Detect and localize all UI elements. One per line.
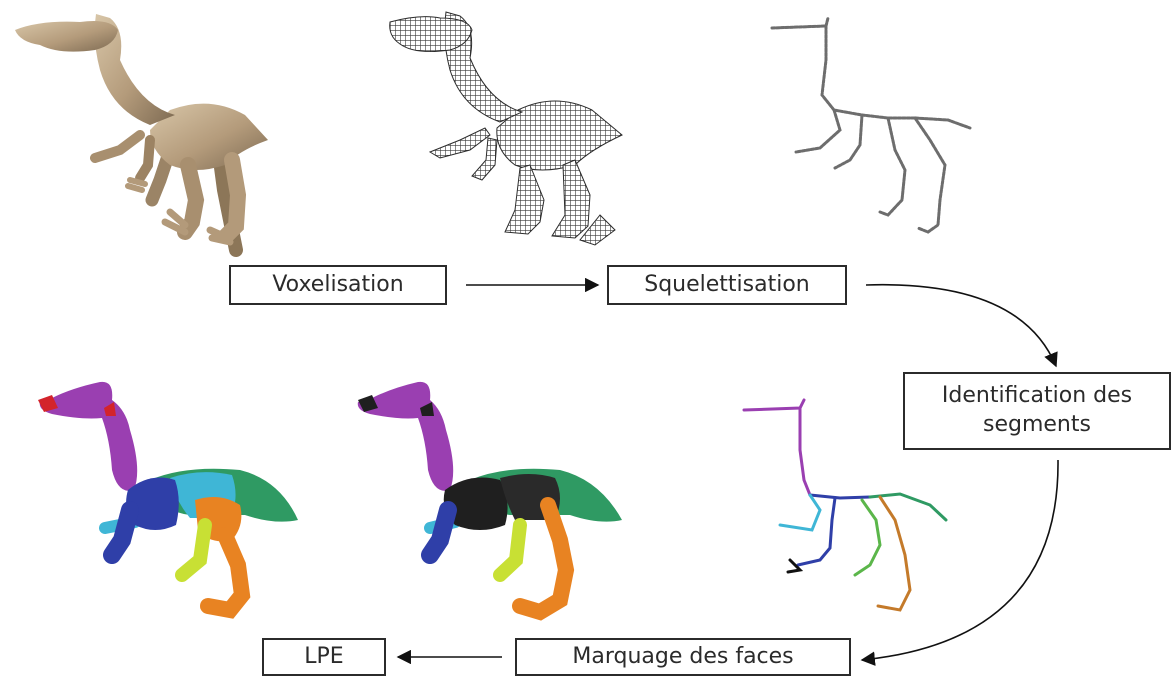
step-squelettisation-box: Squelettisation (607, 265, 847, 305)
step-marquage-box: Marquage des faces (515, 638, 851, 676)
step-voxelisation-box: Voxelisation (229, 265, 447, 305)
step-squelettisation-label: Squelettisation (644, 271, 810, 300)
face-marking-image (358, 382, 622, 612)
step-identification-box: Identification des segments (903, 372, 1171, 450)
skeleton-image (772, 18, 970, 232)
voxel-model-image (390, 12, 622, 245)
step-lpe-label: LPE (304, 643, 343, 672)
step-lpe-box: LPE (262, 638, 386, 676)
step-voxelisation-label: Voxelisation (272, 271, 403, 300)
step-identification-label-line1: Identification des (942, 382, 1132, 411)
lpe-result-image (38, 382, 298, 610)
arrow-ident-to-marq (862, 460, 1058, 660)
arrow-squel-to-ident (866, 285, 1056, 366)
step-marquage-label: Marquage des faces (572, 643, 793, 672)
step-identification-label-line2: segments (942, 411, 1132, 440)
mesh-model-image (15, 14, 268, 250)
